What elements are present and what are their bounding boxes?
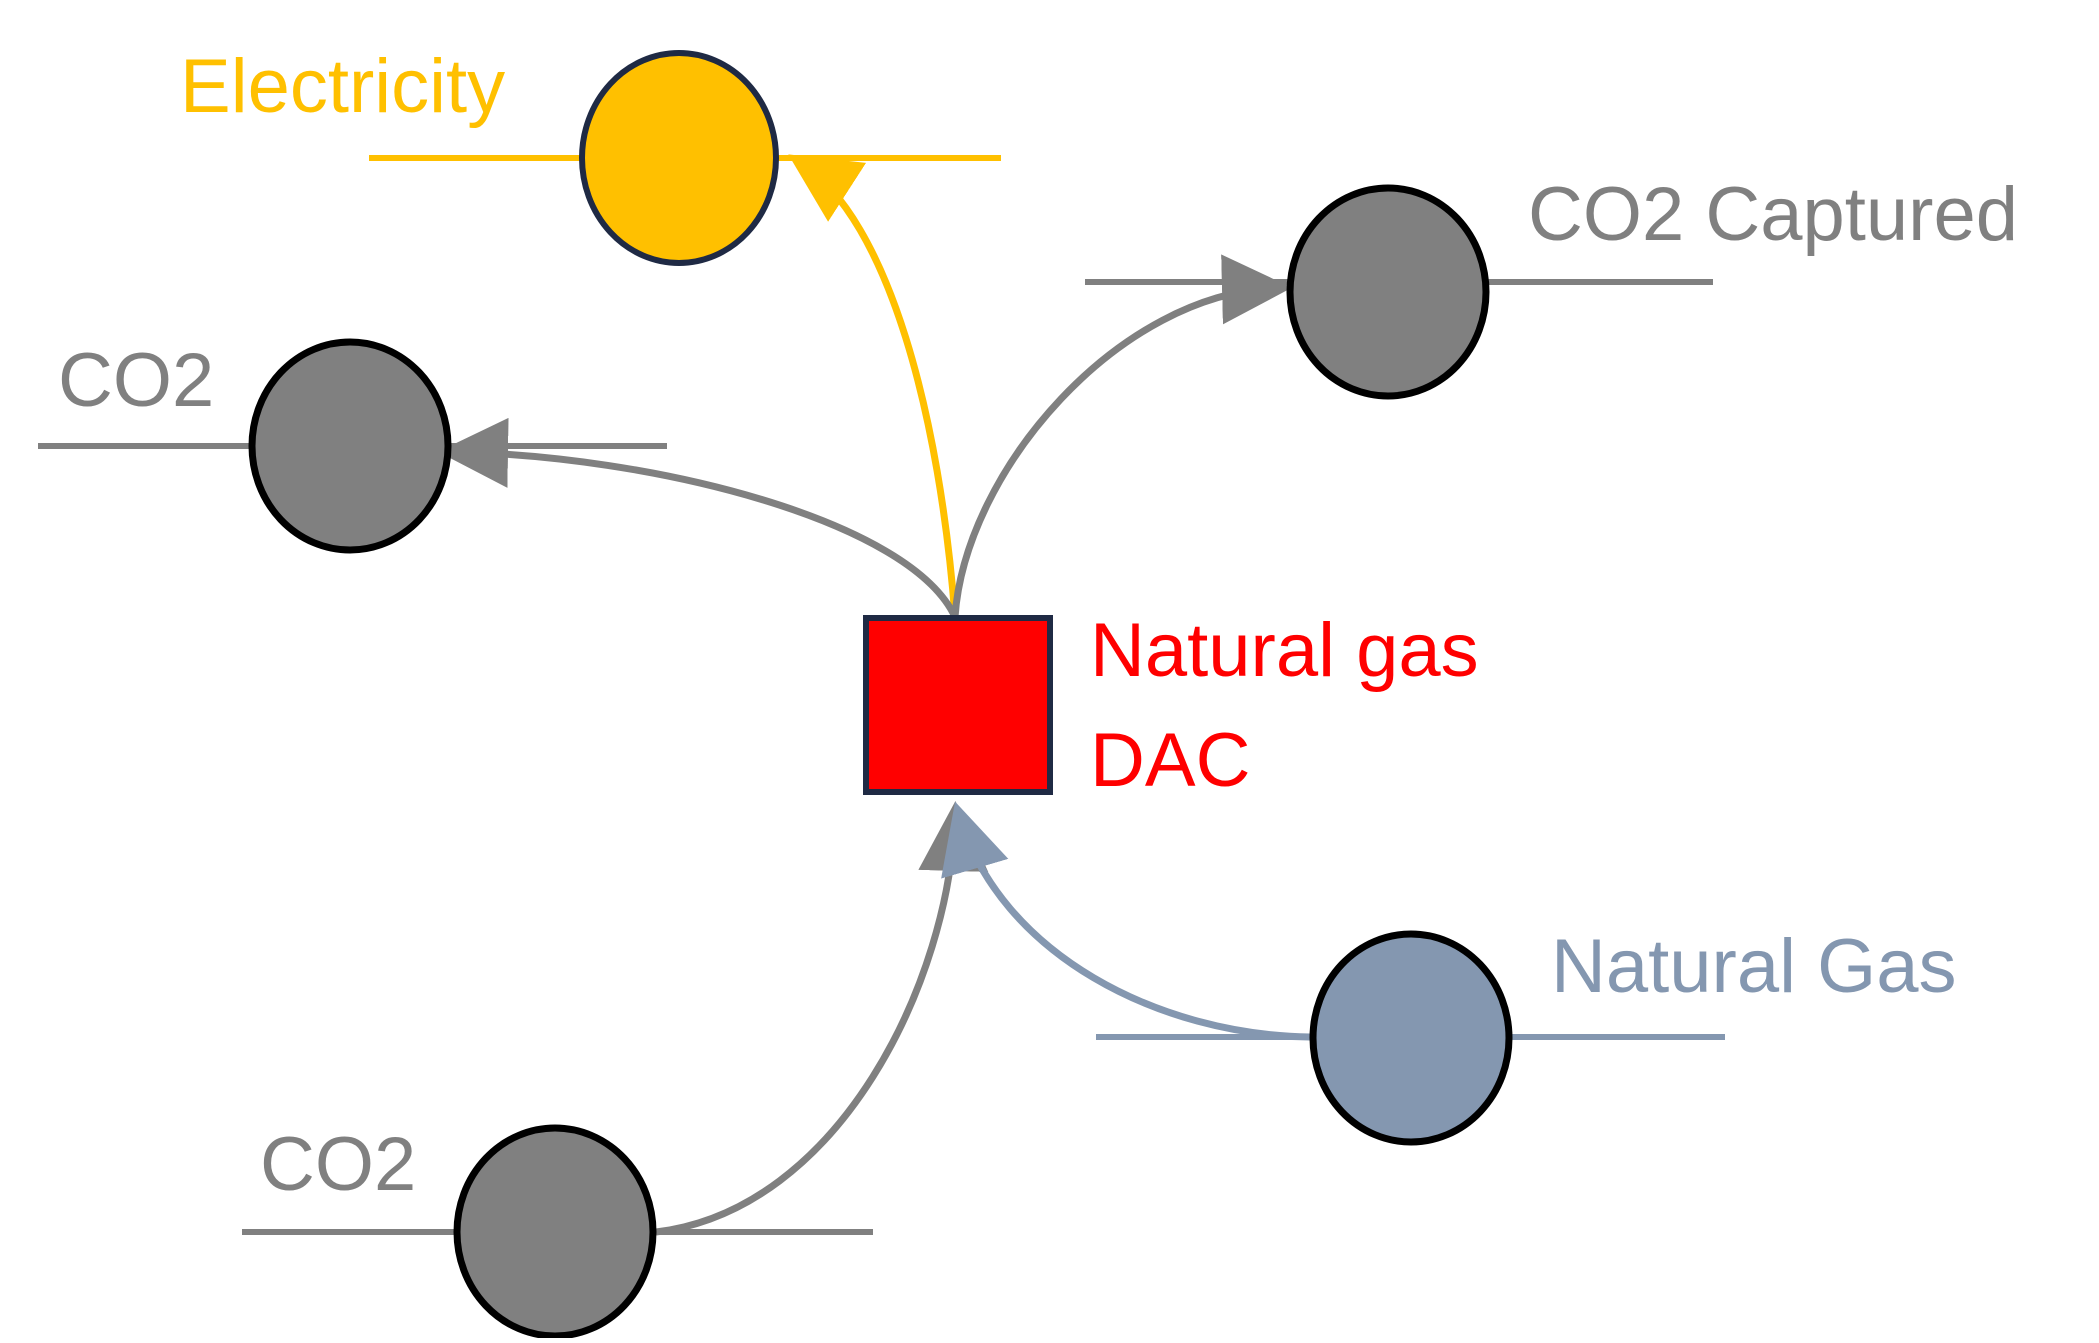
electricity-flow-arrow <box>788 154 959 618</box>
co2-out-flow-arrow <box>438 417 959 619</box>
co2-in-label: CO2 <box>260 1122 416 1207</box>
co2-captured-node <box>1286 184 1490 400</box>
natural-gas-flow-arrow <box>941 801 1311 1041</box>
electricity-label: Electricity <box>180 44 505 129</box>
electricity-node <box>579 50 779 266</box>
natural-gas-node <box>1309 930 1513 1146</box>
co2-out-node <box>248 338 452 554</box>
process-label-line2: DAC <box>1090 718 1250 803</box>
co2-in-flow-arrow <box>655 801 989 1236</box>
natural-gas-node-label: Natural Gas <box>1551 924 1957 1009</box>
process-label-line1: Natural gas <box>1090 608 1479 693</box>
natural-gas-dac-process-box <box>863 615 1053 795</box>
co2-out-label: CO2 <box>58 338 214 423</box>
co2-captured-label: CO2 Captured <box>1528 172 2018 257</box>
co2-captured-flow-arrow <box>951 254 1292 618</box>
co2-in-node <box>453 1124 657 1340</box>
